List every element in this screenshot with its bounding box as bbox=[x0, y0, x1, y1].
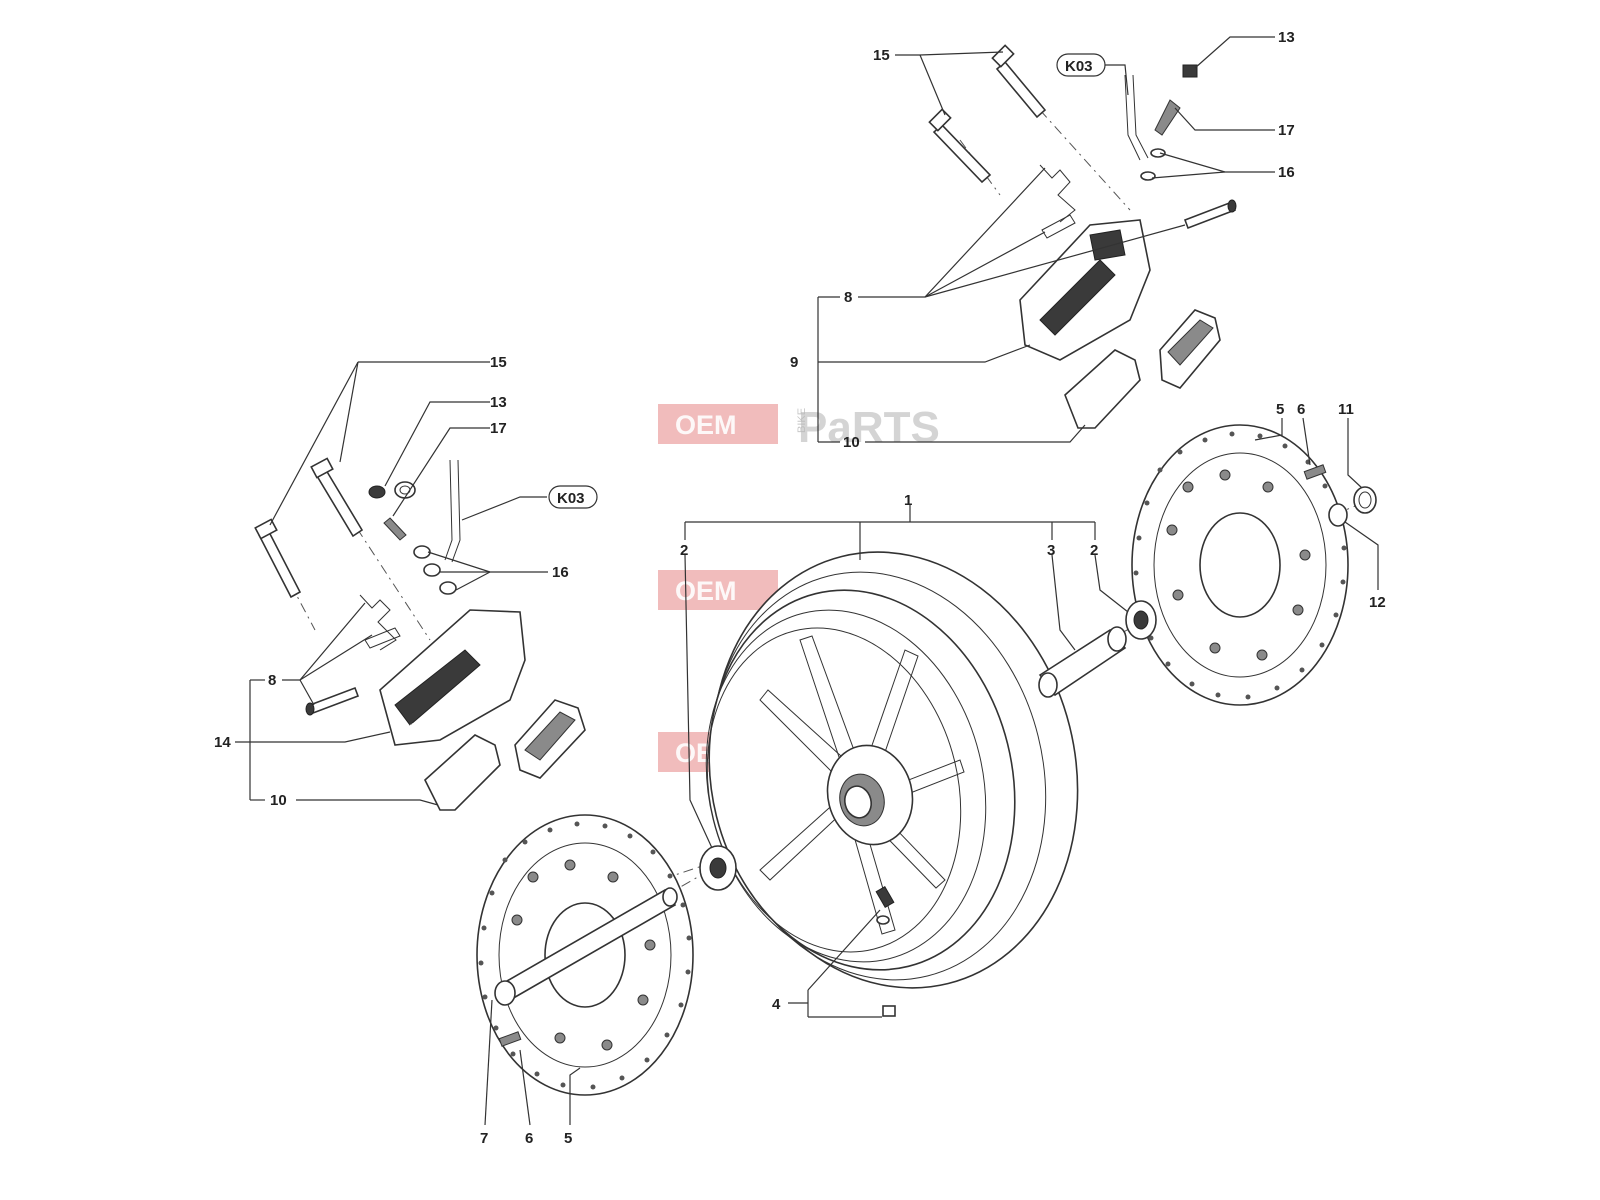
pad-spring-left bbox=[359, 594, 401, 651]
wheel-bearing-right bbox=[1125, 600, 1157, 640]
disc-rivets-left bbox=[511, 859, 656, 1051]
brake-hose-left bbox=[444, 459, 461, 563]
bleed-nipple-left bbox=[383, 517, 407, 541]
caliper-right-group bbox=[928, 44, 1237, 429]
ref-k03-right-label: K03 bbox=[1065, 58, 1093, 75]
callout-3: 3 bbox=[1047, 542, 1055, 559]
caliper-left-group: brembo bbox=[254, 457, 586, 811]
ref-k03-left-label: K03 bbox=[557, 490, 585, 507]
tire-valve bbox=[875, 886, 895, 925]
caliper-body-left: brembo bbox=[379, 609, 526, 746]
disc-bolt-left bbox=[498, 1031, 522, 1047]
snap-ring-12 bbox=[1328, 503, 1348, 527]
washers-left bbox=[413, 545, 457, 595]
callout-6-right: 6 bbox=[1297, 401, 1305, 418]
callout-13-left: 13 bbox=[490, 394, 507, 411]
brake-pads-right bbox=[1064, 309, 1221, 429]
callout-2-right: 2 bbox=[1090, 542, 1098, 559]
callout-6-bottom: 6 bbox=[525, 1130, 533, 1147]
callout-17-right: 17 bbox=[1278, 122, 1295, 139]
wheel-bearing-left bbox=[699, 845, 737, 891]
spacer-tube bbox=[1038, 626, 1127, 698]
bleed-valve-right bbox=[1182, 64, 1198, 78]
bleed-nipple-right bbox=[1154, 99, 1181, 136]
callout-5-right: 5 bbox=[1276, 401, 1284, 418]
callout-8-right: 8 bbox=[844, 289, 852, 306]
callout-16-left: 16 bbox=[552, 564, 569, 581]
ref-box-k03-right: K03 bbox=[1056, 53, 1106, 77]
callout-13-right: 13 bbox=[1278, 29, 1295, 46]
callout-10-right: 10 bbox=[843, 434, 860, 451]
wheel-hub bbox=[826, 744, 914, 846]
leader-lines bbox=[235, 36, 1379, 1126]
bleed-valve-left bbox=[368, 481, 416, 499]
brake-disc-right bbox=[1131, 424, 1349, 706]
callout-15-left: 15 bbox=[490, 354, 507, 371]
watermark-brand: OEM bbox=[675, 576, 737, 606]
washers-right bbox=[1140, 148, 1166, 181]
caliper-bolts-left bbox=[254, 457, 364, 599]
watermark-brand: OEM bbox=[675, 410, 737, 440]
callout-5-bottom: 5 bbox=[564, 1130, 572, 1147]
callout-16-right: 16 bbox=[1278, 164, 1295, 181]
callout-9: 9 bbox=[790, 354, 798, 371]
disc-rivets-right bbox=[1166, 469, 1311, 661]
callout-12: 12 bbox=[1369, 594, 1386, 611]
ref-box-k03-left: K03 bbox=[548, 485, 598, 509]
disc-holes-right bbox=[1133, 431, 1347, 700]
dust-seal-11 bbox=[1353, 486, 1377, 514]
watermark-word: PaRTS bbox=[798, 403, 940, 452]
pad-spring-right bbox=[1039, 164, 1076, 239]
disc-bolt-right bbox=[1303, 464, 1327, 480]
watermark-1: OEM BIKE PaRTS bbox=[658, 403, 940, 452]
callout-10-left: 10 bbox=[270, 792, 287, 809]
callout-7: 7 bbox=[480, 1130, 488, 1147]
valve-nut bbox=[882, 1005, 896, 1017]
wheel-spokes bbox=[759, 635, 965, 935]
front-wheel-rim bbox=[705, 551, 1079, 989]
disc-holes-left bbox=[478, 821, 692, 1090]
pad-pin-left bbox=[305, 686, 360, 716]
pad-pin-right bbox=[1183, 199, 1237, 230]
brake-pads-left bbox=[424, 699, 586, 811]
wheel-axle bbox=[494, 887, 678, 1006]
callout-2-left: 2 bbox=[680, 542, 688, 559]
callout-8-left: 8 bbox=[268, 672, 276, 689]
brake-hose-right bbox=[1124, 74, 1149, 161]
callout-15-right: 15 bbox=[873, 47, 890, 64]
callout-labels: 1 2 3 2 4 5 6 7 5 6 11 12 15 13 17 16 8 … bbox=[214, 29, 1386, 1147]
callout-17-left: 17 bbox=[490, 420, 507, 437]
caliper-body-right bbox=[1019, 219, 1151, 361]
callout-4: 4 bbox=[772, 996, 781, 1013]
callout-14: 14 bbox=[214, 734, 231, 751]
caliper-bolts-right bbox=[928, 44, 1047, 184]
watermark-small: BIKE bbox=[796, 408, 808, 433]
callout-1: 1 bbox=[904, 492, 912, 509]
callout-11: 11 bbox=[1338, 401, 1354, 418]
